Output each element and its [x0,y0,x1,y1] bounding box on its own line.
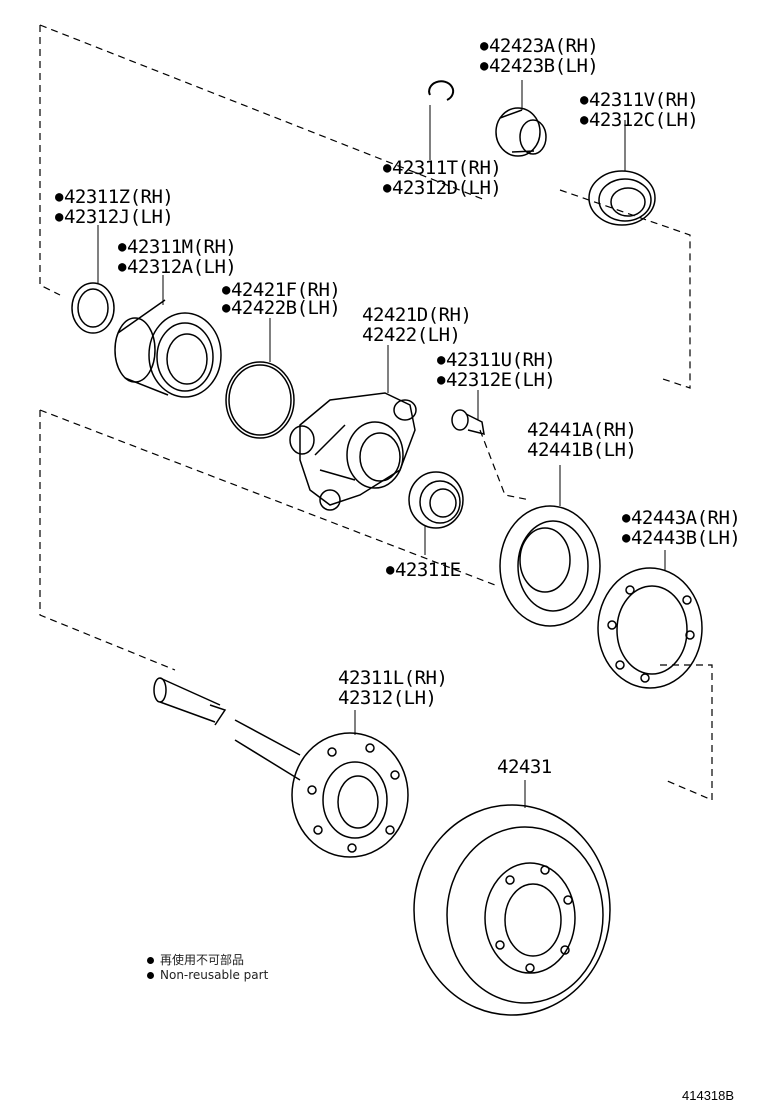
axle-shaft [153,677,409,858]
label-42422B: 42422B(LH) [222,298,341,320]
label-42441B: 42441B(LH) [527,439,637,461]
figure-number: 414318B [682,1088,735,1103]
sensor-ring [495,80,547,157]
label-42421D: 42421D(RH) [362,304,472,326]
gasket [597,550,703,689]
hub-bearing [114,275,222,398]
dust-cover [499,465,601,627]
label-42423B: 42423B(LH) [480,56,599,78]
axle-hub [289,345,417,511]
label-42311L: 42311L(RH) [338,667,448,689]
legend-jp-text: 再使用不可部品 [160,953,245,967]
label-42423A: 42423A(RH) [480,36,599,58]
label-42443B: 42443B(LH) [622,528,741,550]
hub-bolt [451,390,485,436]
oil-seal-lower [408,471,464,555]
label-42312J: 42312J(LH) [55,207,174,229]
hub-ring [71,225,115,334]
label-42312D: 42312D(LH) [383,178,502,200]
label-42311T: 42311T(RH) [383,158,502,180]
label-42422: 42422(LH) [362,324,461,346]
label-42312E: 42312E(LH) [437,370,556,392]
legend-jp: 再使用不可部品 [147,951,244,968]
bullet-icon [147,957,154,964]
bullet-icon [147,972,154,979]
o-ring [225,318,295,439]
label-42441A: 42441A(RH) [527,419,637,441]
label-42311V: 42311V(RH) [580,90,699,112]
label-42312: 42312(LH) [338,687,437,709]
label-42312A: 42312A(LH) [118,257,237,279]
label-42443A: 42443A(RH) [622,508,741,530]
snap-ring [428,80,455,160]
brake-drum [413,780,611,1016]
label-42312C: 42312C(LH) [580,110,699,132]
legend-en-text: Non-reusable part [160,968,269,982]
label-42311Z: 42311Z(RH) [55,187,174,209]
label-42431: 42431 [497,756,552,778]
label-42311M: 42311M(RH) [118,237,237,259]
label-42311U: 42311U(RH) [437,350,556,372]
oil-seal-upper [588,120,656,226]
legend-en: Non-reusable part [147,968,268,982]
label-42421F: 42421F(RH) [222,280,341,302]
label-42311E: 42311E [386,560,461,582]
